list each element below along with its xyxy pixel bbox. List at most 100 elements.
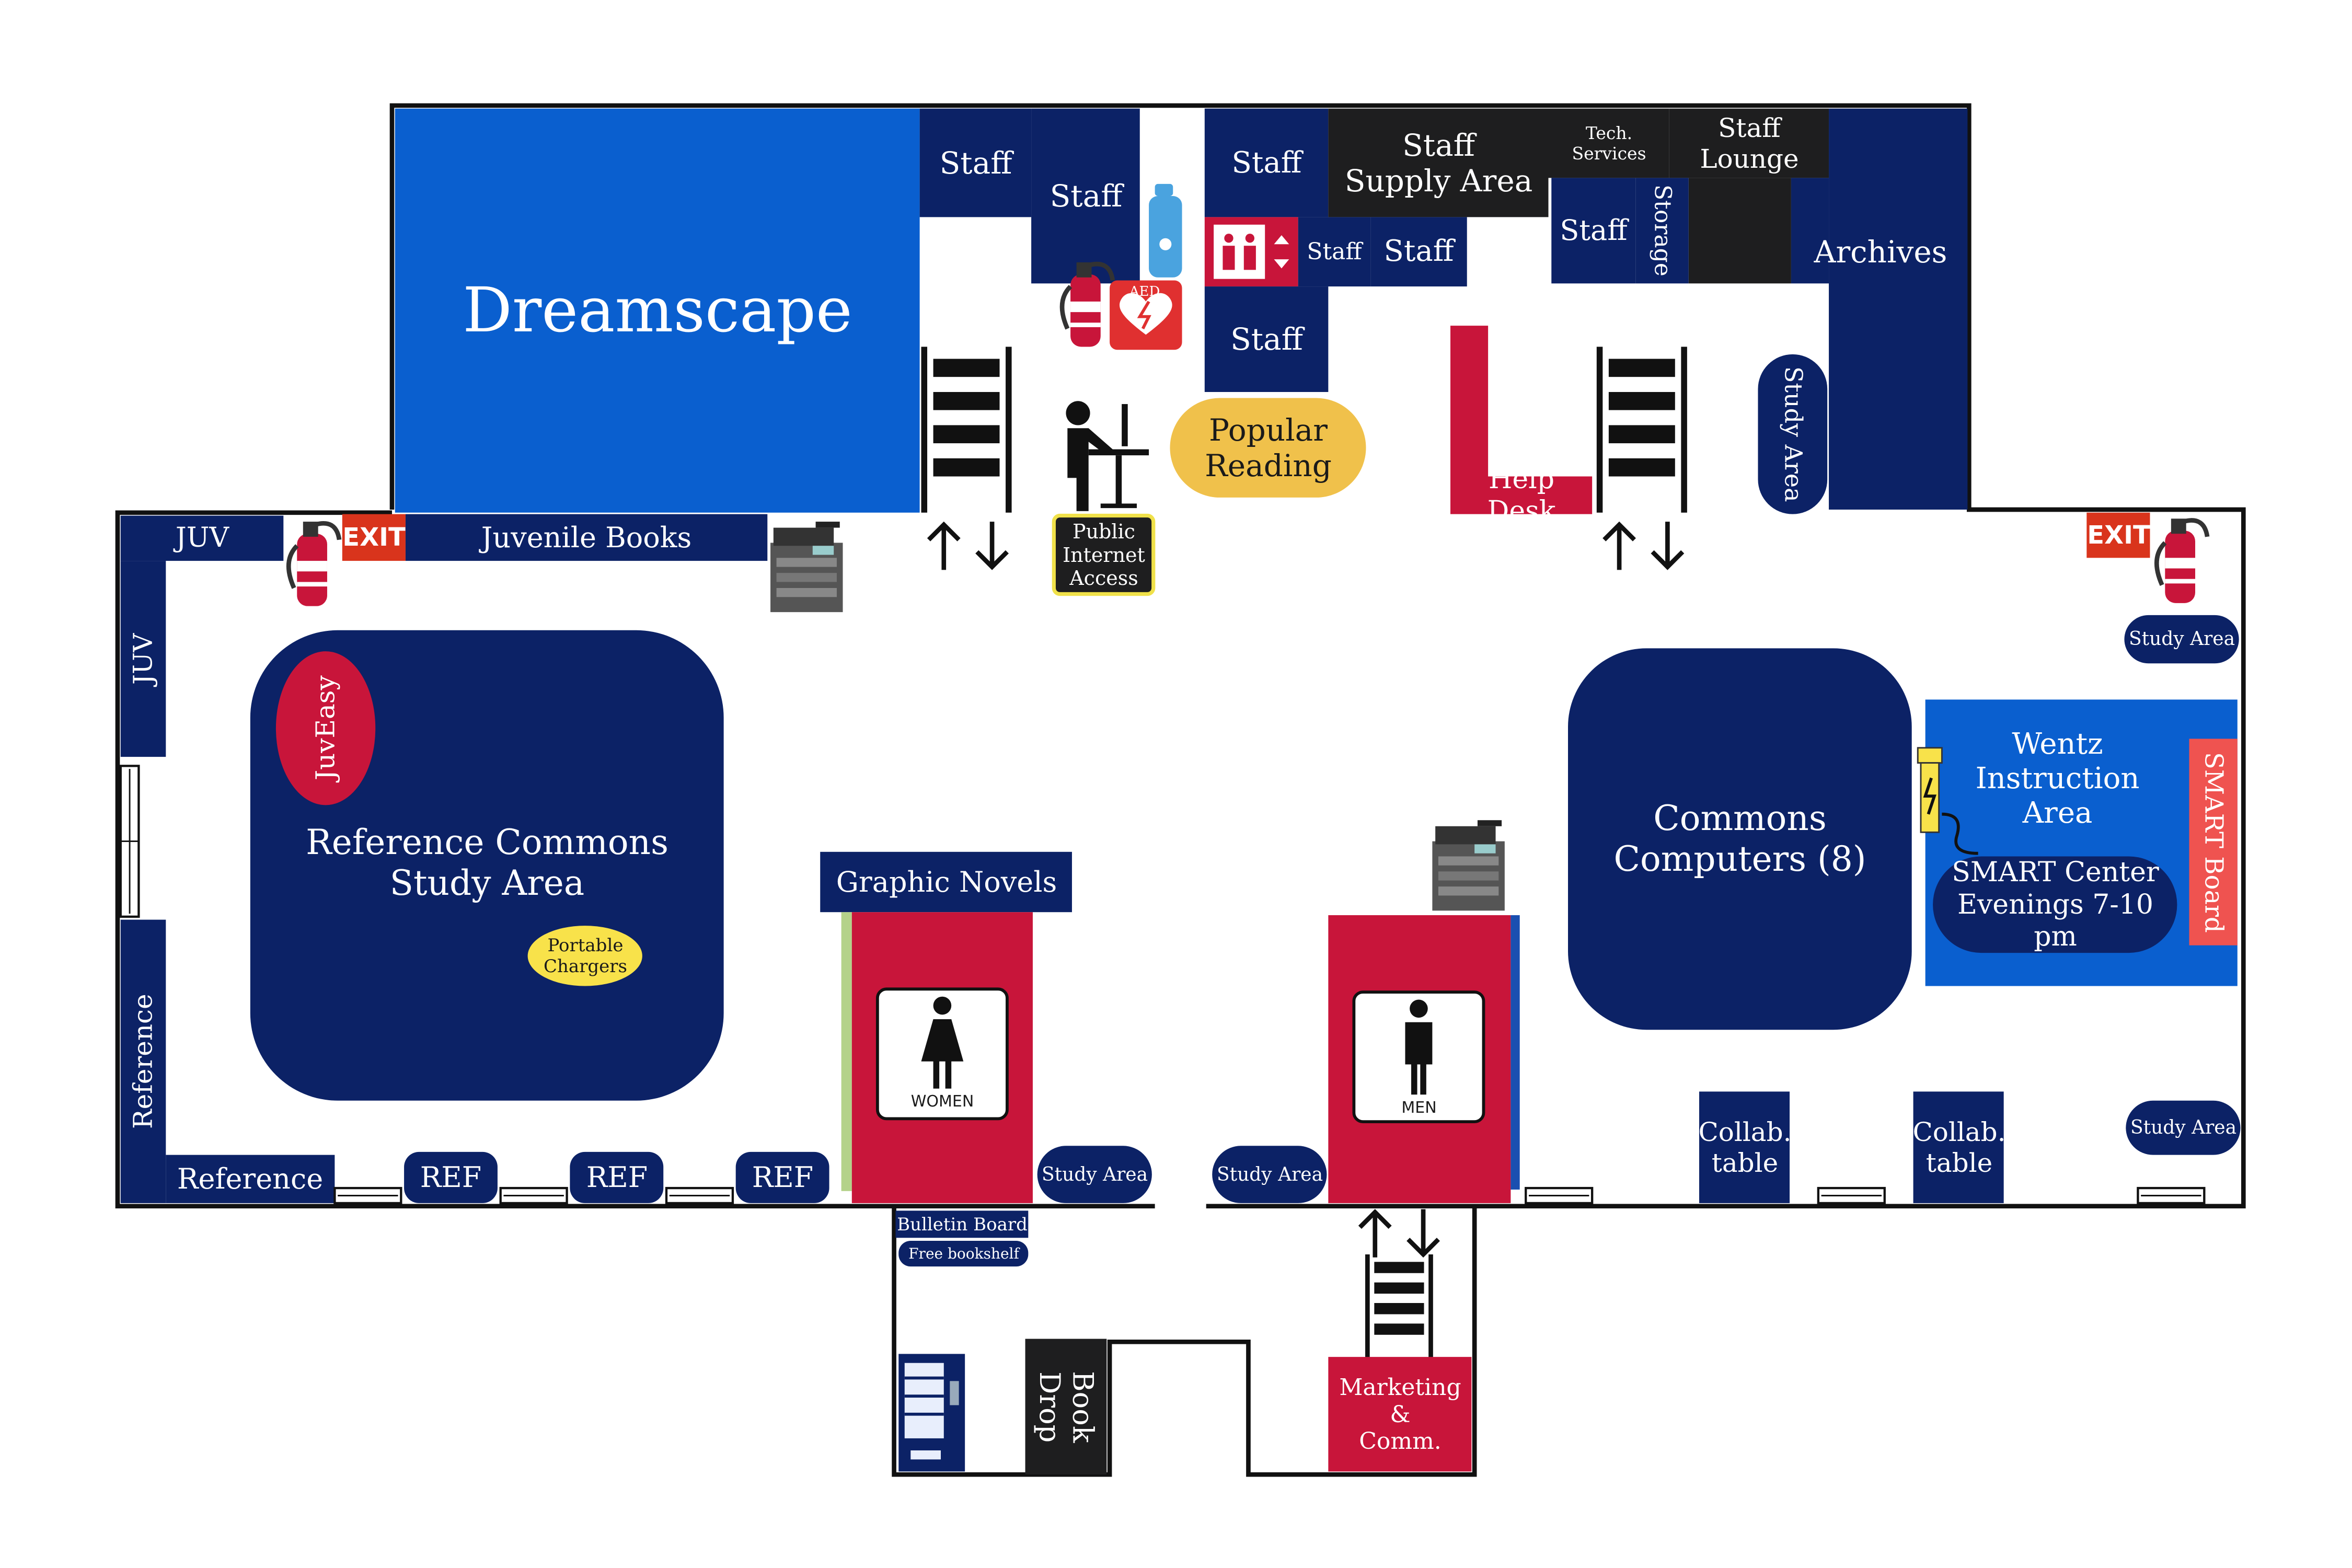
popular-reading-area	[1170, 398, 1366, 498]
lounge-extension	[1688, 178, 1791, 284]
copier-icon	[770, 522, 843, 613]
staff-supply-room	[1328, 108, 1549, 217]
free-bookshelf	[898, 1241, 1029, 1267]
copier-icon	[1432, 820, 1505, 911]
study-area-2-label: Study Area	[1216, 1163, 1323, 1185]
portable-chargers-label: Portable Chargers	[543, 935, 628, 977]
staff-label-1: Staff	[939, 145, 1012, 181]
stairs-icon	[1596, 347, 1687, 513]
juvenile-books-label: Juvenile Books	[481, 521, 692, 554]
public-internet-box	[1052, 513, 1156, 596]
smart-center-pill	[1933, 856, 2177, 953]
window-icon	[335, 1188, 401, 1203]
ref-shelf-2	[570, 1151, 664, 1203]
stairs-icon	[1365, 1254, 1433, 1357]
book-drop	[1025, 1339, 1107, 1475]
women-restroom-icon	[921, 996, 964, 1089]
fire-extinguisher-icon	[289, 522, 339, 606]
staff-label-3: Staff	[1231, 145, 1302, 180]
window-icon	[501, 1188, 567, 1203]
staff-room-4	[1298, 217, 1371, 287]
smart-board	[2189, 739, 2238, 946]
storage-room	[1635, 178, 1689, 284]
storage-label: Storage	[1649, 185, 1676, 276]
help-desk-counter	[1450, 326, 1593, 514]
juv-top-label: JUV	[175, 522, 229, 554]
juv-top-shelf	[120, 515, 284, 561]
staff-room-1	[919, 108, 1032, 217]
men-label: MEN	[1401, 1099, 1437, 1117]
public-internet-label: Public Internet Access	[1063, 520, 1145, 590]
graphic-novels-label: Graphic Novels	[836, 865, 1057, 898]
exit-sign-right	[2086, 512, 2150, 558]
bulletin-board-label: Bulletin Board	[897, 1214, 1028, 1235]
juveasy-area	[275, 651, 376, 805]
staff-label-6: Staff	[1230, 321, 1303, 357]
ref-shelf-3	[735, 1151, 829, 1203]
smart-board-label: SMART Board	[2199, 752, 2229, 933]
exit-sign-left	[342, 514, 406, 561]
study-area-3-label: Study Area	[2128, 628, 2235, 650]
juv-side-label: JUV	[128, 633, 158, 685]
study-area-2	[1212, 1146, 1327, 1203]
marketing-comm-room	[1328, 1357, 1472, 1472]
staff-lounge-label: Staff Lounge	[1700, 112, 1799, 174]
study-area-3	[2124, 615, 2239, 664]
staff-room-5	[1370, 217, 1467, 287]
exit-left-label: EXIT	[342, 523, 406, 552]
free-bookshelf-label: Free bookshelf	[908, 1244, 1019, 1262]
reference-side-label: Reference	[128, 994, 158, 1129]
help-desk-label: Help Desk	[1487, 463, 1556, 527]
water-bottle-icon	[1149, 183, 1182, 278]
bulletin-board	[895, 1210, 1029, 1238]
staff-label-2: Staff	[1050, 178, 1123, 214]
staff-room-7	[1551, 178, 1636, 284]
window-icon	[2138, 1188, 2204, 1203]
commons-computers-area	[1568, 648, 1912, 1030]
archives-label: Archives	[1814, 234, 1947, 270]
staff-label-7: Staff	[1560, 214, 1628, 247]
popular-reading-label: Popular Reading	[1205, 412, 1332, 483]
study-area-1-label: Study Area	[1041, 1163, 1148, 1185]
tech-services-label: Tech. Services	[1572, 122, 1646, 164]
graphic-novels-side-strip	[841, 912, 852, 1191]
computer-user-icon	[1066, 401, 1149, 511]
exit-right-label: EXIT	[2087, 520, 2150, 550]
marketing-label: Marketing & Comm.	[1339, 1374, 1461, 1455]
ref-label-1: REF	[420, 1161, 482, 1194]
study-area-4-label: Study Area	[2130, 1116, 2237, 1138]
stairs-icon	[921, 347, 1012, 513]
archives-room	[1829, 108, 1968, 510]
juveasy-label: JuvEasy	[310, 675, 341, 781]
collab-table-2-label: Collab. table	[1912, 1116, 2006, 1178]
staff-lounge-room	[1669, 108, 1829, 178]
wentz-label: Wentz Instruction Area	[1975, 727, 2140, 831]
juv-side-shelf	[120, 561, 166, 757]
vending-machine-icon	[898, 1354, 965, 1472]
window-icon	[119, 765, 140, 918]
collab-table-1-label: Collab. table	[1698, 1116, 1792, 1178]
mens-side-strip	[1511, 915, 1520, 1190]
study-area-vertical-label: Study Area	[1779, 366, 1808, 502]
study-area-vertical	[1758, 354, 1828, 514]
women-label: WOMEN	[910, 1092, 974, 1111]
staff-room-3	[1204, 108, 1329, 217]
archives-upper	[1791, 178, 1829, 284]
ref-label-3: REF	[752, 1161, 814, 1194]
up-down-arrows-icon	[929, 522, 1007, 570]
juvenile-books-shelf	[405, 514, 768, 561]
smart-center-label: SMART Center Evenings 7-10 pm	[1952, 857, 2159, 953]
staff-label-4: Staff	[1307, 238, 1362, 265]
men-restroom-icon	[1405, 999, 1433, 1095]
window-icon	[666, 1188, 733, 1203]
staff-supply-label: Staff Supply Area	[1344, 127, 1533, 199]
elevator-icon	[1210, 222, 1289, 282]
book-drop-label: Book Drop	[1033, 1371, 1100, 1443]
ref-label-2: REF	[586, 1161, 648, 1194]
dreamscape-label: Dreamscape	[463, 274, 852, 347]
reference-commons-label: Reference Commons Study Area	[306, 822, 668, 903]
collab-table-1	[1699, 1091, 1790, 1203]
window-icon	[1526, 1188, 1592, 1203]
staff-room-6	[1204, 286, 1329, 392]
reference-bottom-shelf	[166, 1155, 335, 1203]
